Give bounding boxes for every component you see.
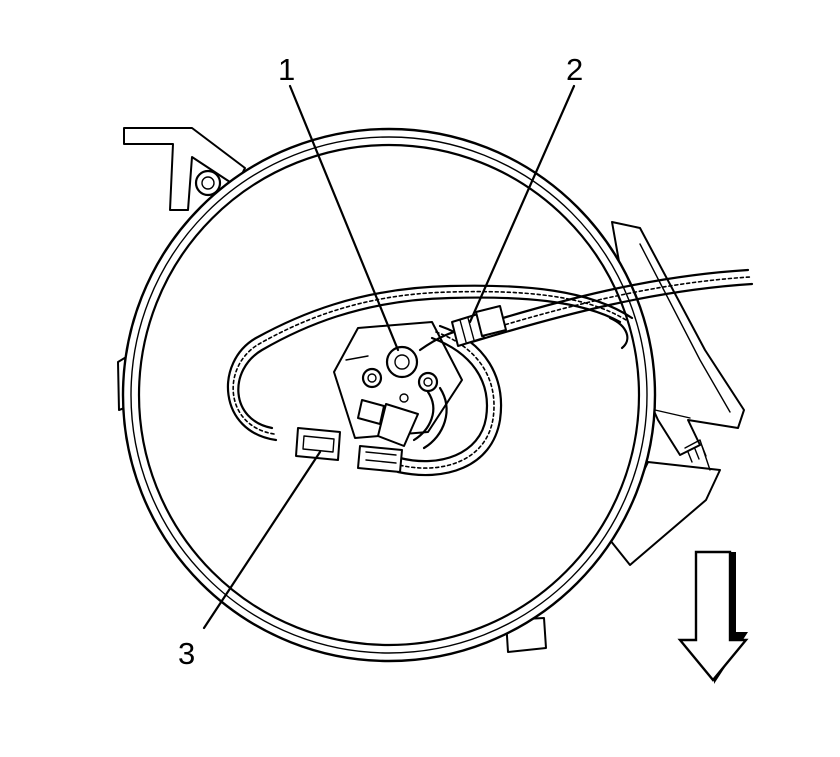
callout-3: 3 [178, 636, 195, 671]
callout-2: 2 [566, 52, 583, 87]
connector-3 [295, 427, 341, 461]
leader-line-2 [468, 84, 576, 324]
leader-line-1 [288, 84, 400, 352]
lower-connectors [357, 399, 419, 473]
connector-2 [451, 305, 507, 347]
callout-1: 1 [278, 52, 295, 87]
wiring-harness [226, 268, 754, 477]
direction-arrow-icon [677, 550, 749, 684]
leader-line-3 [202, 450, 322, 630]
leader-lines [202, 84, 576, 630]
